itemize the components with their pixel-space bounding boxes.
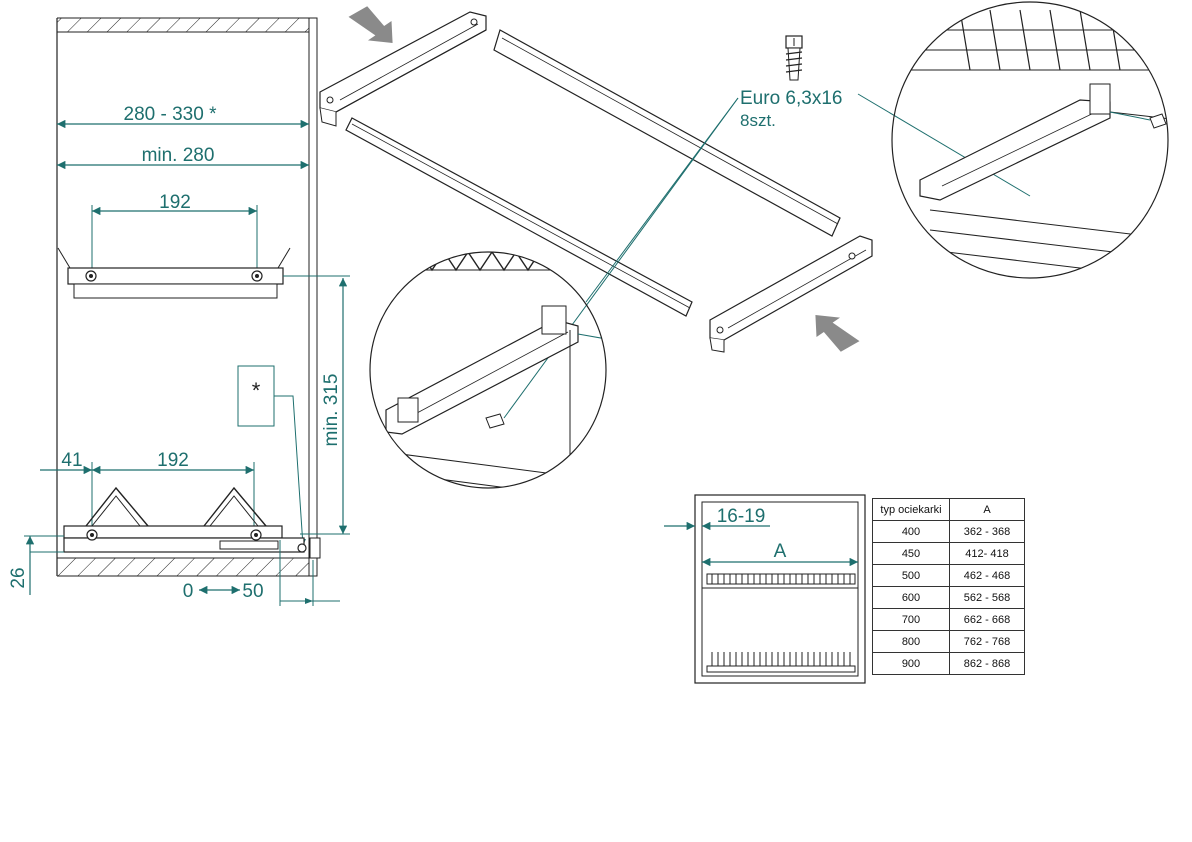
dim-vertical-label: min. 315 — [321, 374, 342, 447]
cell-type: 700 — [872, 608, 950, 631]
dim-height-label: 26 — [8, 567, 29, 588]
cell-a: 462 - 468 — [949, 564, 1025, 587]
star-note-box: * — [237, 365, 307, 547]
dim-min-width: min. 280 — [57, 145, 309, 170]
rear-rail — [319, 11, 487, 127]
dim-total-width: 280 - 330 * — [57, 104, 309, 129]
dim-a-label: A — [774, 541, 787, 562]
dim-total-label: 280 - 330 * — [124, 104, 218, 125]
cell-type: 900 — [872, 652, 950, 675]
small-cabinet-diagram: 16-19 A — [664, 494, 866, 684]
screw-quantity: 8szt. — [740, 111, 776, 130]
cell-a: 862 - 868 — [949, 652, 1025, 675]
dim-vertical: min. 315 — [300, 278, 350, 535]
cabinet-top-hatch — [57, 18, 309, 32]
table-header-row: typ ociekarki A — [872, 498, 1025, 521]
screw-label: Euro 6,3x16 — [740, 88, 842, 109]
side-bar-right — [493, 29, 841, 237]
star-note-label: * — [252, 378, 261, 403]
cabinet-door — [308, 17, 318, 577]
cell-type: 400 — [872, 520, 950, 543]
cell-a: 762 - 768 — [949, 630, 1025, 653]
cell-a: 662 - 668 — [949, 608, 1025, 631]
dim-range-to-label: 50 — [242, 581, 263, 602]
cabinet-side-view — [56, 17, 318, 577]
dim-offset-label: 41 — [61, 450, 82, 471]
side-bar-left — [345, 117, 693, 317]
dim-thickness-label: 16-19 — [717, 506, 766, 527]
dim-min-label: min. 280 — [142, 145, 215, 166]
dim-height: 26 — [8, 535, 64, 595]
cell-a: 412- 418 — [949, 542, 1025, 565]
cell-type: 600 — [872, 586, 950, 609]
top-rail-bracket: 192 — [57, 192, 350, 299]
leader-line-3 — [857, 93, 1031, 197]
gray-arrow-top — [348, 6, 393, 44]
dim-range-from-label: 0 — [183, 581, 194, 602]
cell-type: 450 — [872, 542, 950, 565]
front-rail — [709, 235, 873, 353]
detail-circle-lower — [369, 251, 607, 489]
screw-icon — [785, 35, 803, 81]
leader-line-2 — [503, 97, 739, 419]
cell-type: 500 — [872, 564, 950, 587]
cell-a: 562 - 568 — [949, 586, 1025, 609]
cell-type: 800 — [872, 630, 950, 653]
dim-range: 0 50 — [183, 540, 340, 606]
header-a: A — [949, 498, 1025, 521]
header-type: typ ociekarki — [872, 498, 950, 521]
cabinet-bottom-hatch — [57, 558, 309, 576]
dim-bottom-spacing-label: 192 — [157, 450, 189, 471]
detail-circle-upper — [891, 1, 1169, 279]
gray-arrow-bottom — [815, 314, 860, 352]
cell-a: 362 - 368 — [949, 520, 1025, 543]
bottom-rail: 41 192 — [40, 450, 321, 559]
dim-top-spacing-label: 192 — [159, 192, 191, 213]
